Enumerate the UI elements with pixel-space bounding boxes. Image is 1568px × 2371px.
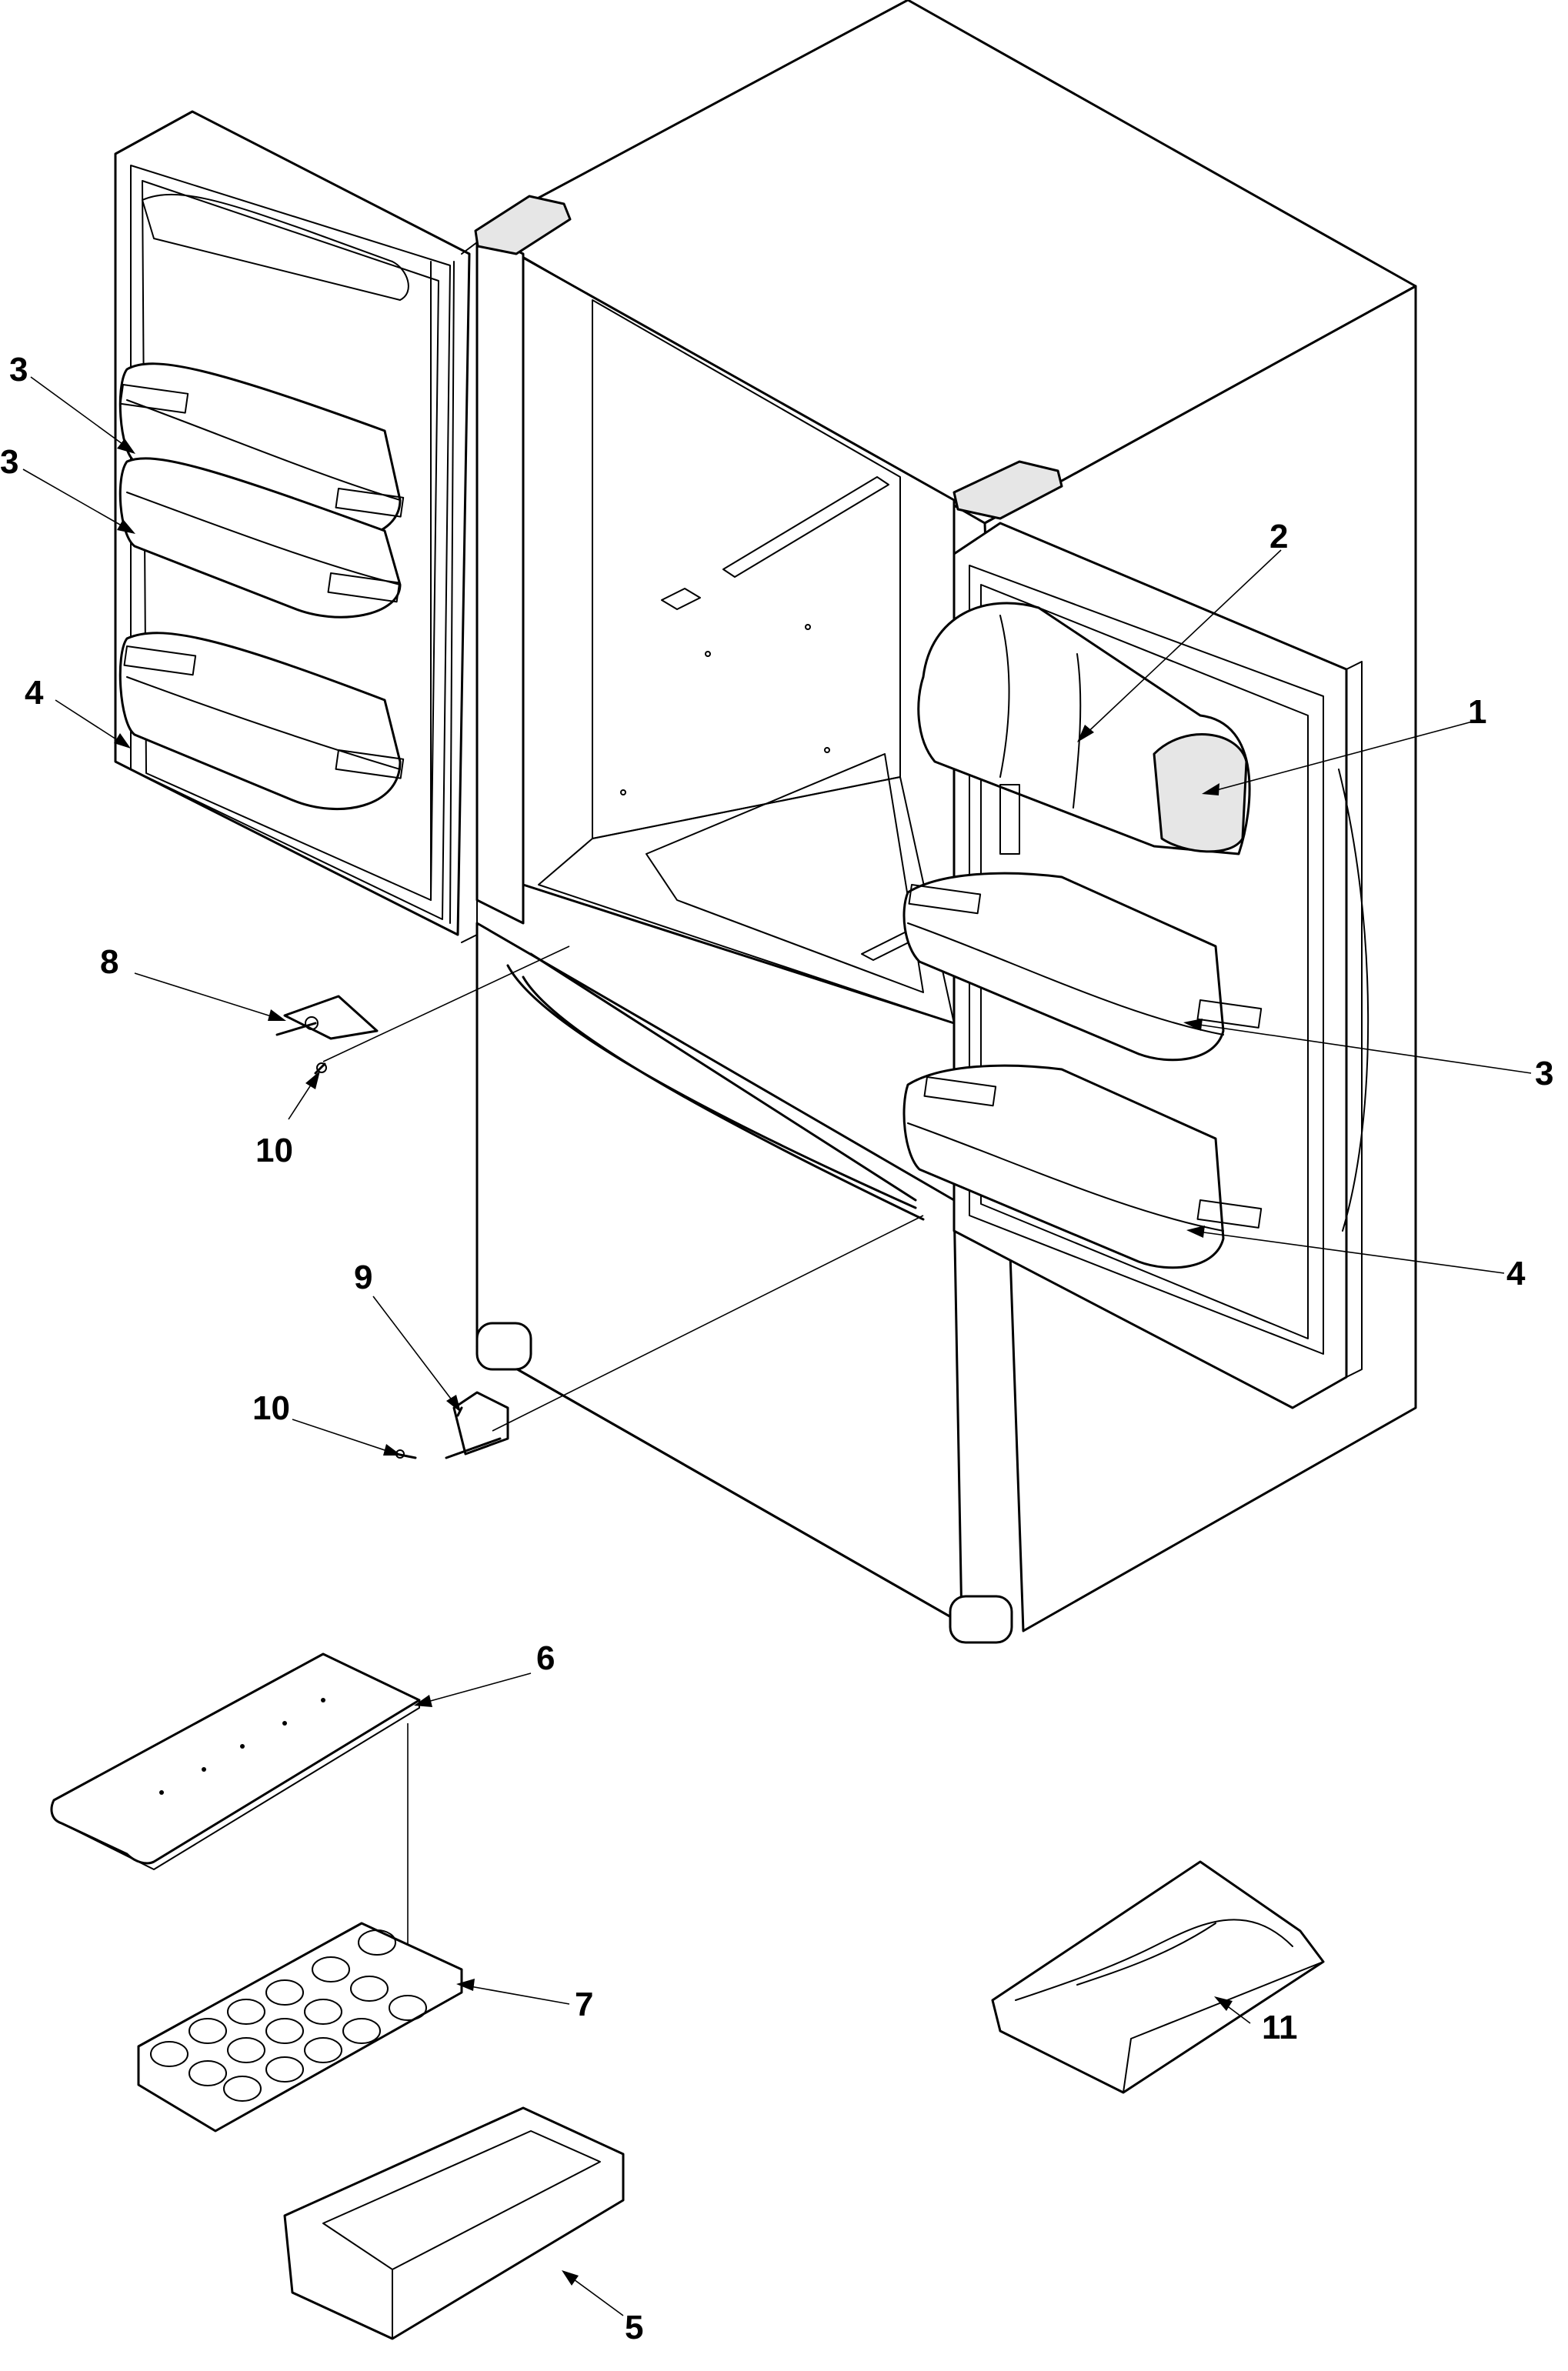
callout-9: 9 [354,1259,461,1412]
callout-label-6: 6 [536,1639,555,1677]
callout-1: 1 [1202,693,1486,795]
left-door-bin-upper [118,362,405,542]
callout-label-3b: 3 [0,443,18,481]
callout-label-1: 1 [1468,693,1486,731]
right-door-bin-lower [902,1064,1263,1269]
callout-label-3a: 3 [9,351,28,388]
callout-3-left-upper: 3 [9,351,135,454]
callout-label-11: 11 [1262,2009,1298,2046]
callout-11: 11 [1214,1996,1298,2046]
callout-label-4a: 4 [25,674,44,712]
callout-6: 6 [414,1639,555,1707]
egg-tray-cover [50,1652,421,1962]
callout-4-left: 4 [25,674,131,749]
callout-5: 5 [562,2270,643,2346]
right-door-bin-upper [902,872,1263,1062]
callout-label-7: 7 [575,1986,593,2023]
freezer-drawer-handle [506,952,925,1221]
callout-10-lower: 10 [252,1389,402,1456]
lower-hinge-right [445,1215,924,1459]
callout-7: 7 [456,1979,593,2023]
callout-10-upper: 10 [255,1071,320,1169]
egg-tray [137,1922,463,2133]
utility-bin [283,2106,625,2340]
callout-4-right: 4 [1186,1226,1526,1292]
callout-label-3c: 3 [1535,1055,1553,1092]
wine-rack [991,1860,1325,2094]
lower-hinge-left [275,945,570,1062]
callout-label-10b: 10 [252,1389,290,1427]
callout-label-5: 5 [625,2309,643,2346]
callout-label-10a: 10 [255,1132,293,1169]
callout-label-9: 9 [354,1259,372,1296]
left-door-bin-lower [118,632,405,810]
callout-label-8: 8 [100,943,118,981]
callout-3-left-lower: 3 [0,443,135,534]
screw-left [314,1062,327,1075]
callout-3-right: 3 [1183,1019,1553,1092]
callout-label-4b: 4 [1506,1255,1526,1292]
callout-2: 2 [1077,518,1288,742]
callout-8: 8 [100,943,286,1021]
callout-label-2: 2 [1269,518,1288,555]
